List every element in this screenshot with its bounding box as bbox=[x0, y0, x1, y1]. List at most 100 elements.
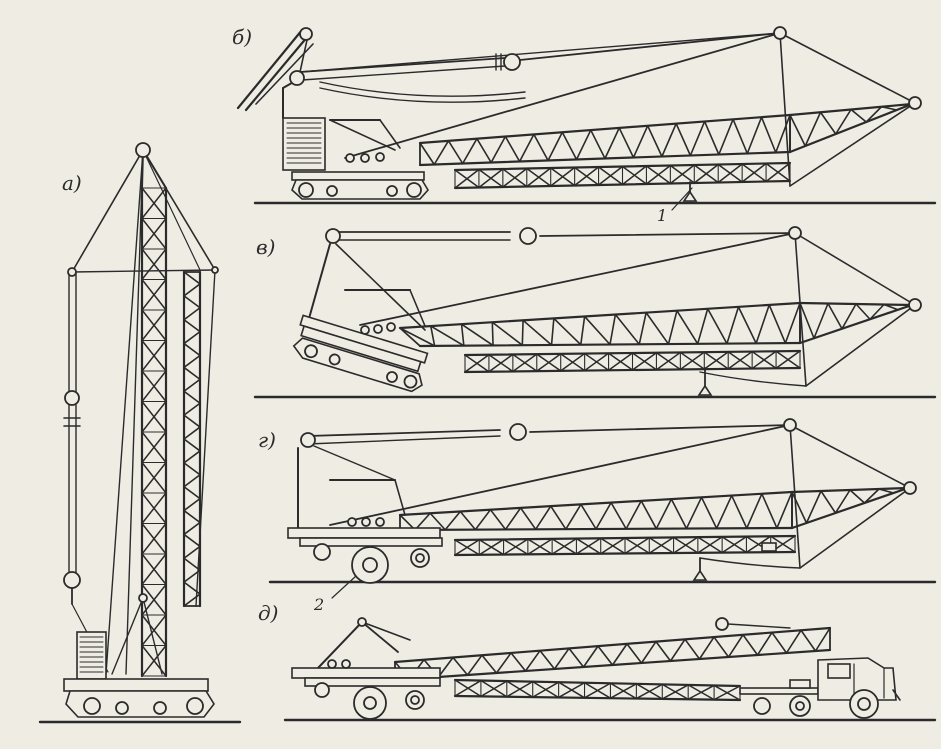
a-frame bbox=[313, 445, 396, 481]
boom-diagonal bbox=[685, 496, 703, 530]
boom-diagonal bbox=[491, 321, 494, 347]
boom-diagonal bbox=[466, 654, 483, 676]
boom-diagonal bbox=[645, 311, 670, 345]
strut-head-sheave bbox=[773, 26, 787, 40]
boom-diagonal bbox=[452, 656, 469, 676]
boom-diagonal bbox=[625, 500, 643, 530]
boom-diagonal bbox=[553, 317, 582, 346]
pulley-block bbox=[519, 227, 537, 245]
boom-tip-diagonal bbox=[841, 303, 857, 330]
lower-section-brace bbox=[549, 166, 576, 187]
boom-chord bbox=[393, 626, 832, 664]
boom-diagonal bbox=[684, 638, 701, 660]
track-roller bbox=[386, 185, 398, 197]
track-roller bbox=[328, 353, 341, 366]
folded-jib-diagonal bbox=[183, 557, 201, 572]
stay-rope bbox=[105, 149, 144, 675]
boom-pendant bbox=[299, 32, 781, 73]
lower-section-brace bbox=[607, 352, 634, 372]
boom-tip-sheave bbox=[908, 96, 922, 110]
boom-tip-diagonal bbox=[789, 114, 807, 147]
folded-jib-diagonal bbox=[183, 402, 201, 416]
tower-brace bbox=[141, 522, 167, 555]
lower-section-brace bbox=[727, 350, 753, 370]
tower-brace bbox=[141, 370, 167, 403]
folded-jib-diagonal bbox=[183, 462, 201, 476]
folded-jib-diagonal bbox=[183, 390, 201, 405]
a-frame bbox=[329, 119, 396, 151]
boom-diagonal bbox=[521, 319, 524, 346]
panel-label-v: в) bbox=[256, 235, 275, 259]
lower-section-brace bbox=[717, 163, 743, 184]
lower-section-brace bbox=[478, 168, 504, 189]
tip-rope bbox=[789, 102, 916, 187]
panel-d bbox=[283, 617, 937, 722]
boom-diagonal bbox=[727, 633, 744, 658]
lower-section-brace bbox=[559, 352, 586, 372]
boom-diagonal bbox=[447, 140, 464, 165]
panel-a bbox=[38, 142, 242, 724]
lower-hook-block bbox=[63, 571, 81, 589]
support-foot bbox=[697, 384, 713, 396]
boom-diagonal bbox=[756, 631, 773, 656]
tip-rope bbox=[794, 232, 807, 387]
lower-section-brace bbox=[679, 351, 706, 371]
lower-section-brace bbox=[645, 164, 672, 185]
tower-brace bbox=[141, 644, 167, 677]
boom-diagonal bbox=[667, 309, 678, 345]
lower-section-brace bbox=[557, 681, 586, 699]
boom-diagonal bbox=[640, 500, 658, 530]
lower-section-brace bbox=[635, 683, 664, 700]
spreader-bar bbox=[71, 269, 216, 273]
tower-brace bbox=[141, 339, 167, 372]
folded-jib-diagonal bbox=[183, 271, 201, 285]
boom-diagonal bbox=[597, 645, 614, 666]
lower-section-brace bbox=[551, 537, 578, 555]
gantry-member bbox=[299, 39, 308, 73]
panel-g bbox=[268, 418, 937, 599]
lower-section-brace bbox=[703, 351, 729, 370]
frame-pin bbox=[373, 324, 383, 334]
lower-section-brace bbox=[672, 536, 699, 554]
boom-diagonal bbox=[550, 317, 555, 346]
lower-section-brace bbox=[624, 536, 651, 555]
boom-diagonal bbox=[461, 137, 478, 165]
sling-block bbox=[761, 542, 777, 552]
boom-diagonal bbox=[746, 116, 763, 155]
folded-jib-diagonal bbox=[183, 581, 201, 595]
boom-tip-diagonal bbox=[880, 105, 898, 111]
boom-pendant bbox=[539, 232, 796, 237]
boom-diagonal bbox=[742, 633, 759, 656]
a-frame bbox=[379, 119, 401, 149]
boom-diagonal bbox=[640, 640, 657, 664]
boom-tip-diagonal bbox=[834, 108, 852, 135]
boom-tip-diagonal bbox=[850, 108, 868, 123]
boom-tip-chord bbox=[798, 303, 914, 345]
chassis-deck bbox=[287, 527, 441, 539]
lower-section-brace bbox=[478, 538, 505, 556]
boom-diagonal bbox=[706, 307, 728, 345]
boom-diagonal bbox=[565, 503, 582, 530]
strut-head-sheave bbox=[783, 418, 797, 432]
a-frame bbox=[361, 621, 399, 653]
boom-chord bbox=[398, 490, 794, 517]
track-roller bbox=[186, 697, 204, 715]
panel-label-g: г) bbox=[258, 428, 276, 452]
boom-diagonal bbox=[589, 129, 606, 160]
boom-diagonal bbox=[399, 327, 436, 347]
track-roller bbox=[326, 185, 338, 197]
head-sheave bbox=[289, 70, 305, 86]
boom-diagonal bbox=[433, 140, 450, 166]
lower-section-brace bbox=[661, 684, 689, 700]
boom-tip-chord bbox=[790, 486, 910, 530]
folded-jib-diagonal bbox=[183, 593, 201, 607]
tower-brace bbox=[141, 248, 167, 281]
panel-v bbox=[253, 226, 937, 399]
folded-jib-diagonal bbox=[183, 366, 201, 381]
tower-brace bbox=[141, 187, 167, 220]
callout-leader bbox=[671, 187, 693, 211]
boom-tip-chord bbox=[788, 102, 914, 154]
panel-labels: а) б) в) г) д) 1 2 bbox=[62, 25, 667, 625]
folded-jib-diagonal bbox=[183, 497, 201, 512]
boom-tip-diagonal bbox=[849, 489, 866, 504]
